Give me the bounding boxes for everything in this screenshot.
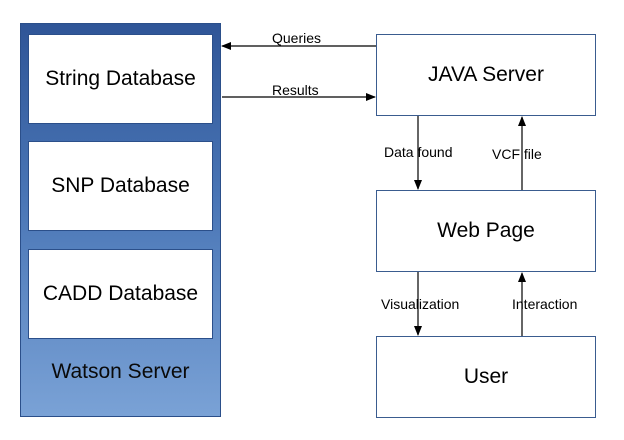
web-page-box: Web Page bbox=[376, 190, 596, 272]
vcf-file-label: VCF file bbox=[492, 146, 542, 162]
results-label: Results bbox=[272, 82, 319, 98]
watson-server-label: Watson Server bbox=[51, 360, 190, 383]
java-server-label: JAVA Server bbox=[428, 63, 544, 86]
queries-label: Queries bbox=[272, 30, 322, 46]
snp-database-label: SNP Database bbox=[51, 174, 190, 197]
visualization-label: Visualization bbox=[381, 296, 460, 312]
cadd-database-label: CADD Database bbox=[42, 282, 199, 305]
web-page-label: Web Page bbox=[437, 219, 535, 242]
string-database-label: String Database bbox=[45, 67, 196, 90]
interaction-label: Interaction bbox=[512, 296, 578, 312]
snp-database-box: SNP Database bbox=[28, 141, 213, 231]
cadd-database-box: CADD Database bbox=[28, 249, 213, 339]
string-database-box: String Database bbox=[28, 34, 213, 124]
user-label: User bbox=[463, 365, 509, 388]
java-server-box: JAVA Server bbox=[376, 34, 596, 116]
data-found-label: Data found bbox=[384, 144, 453, 160]
user-box: User bbox=[376, 336, 596, 418]
